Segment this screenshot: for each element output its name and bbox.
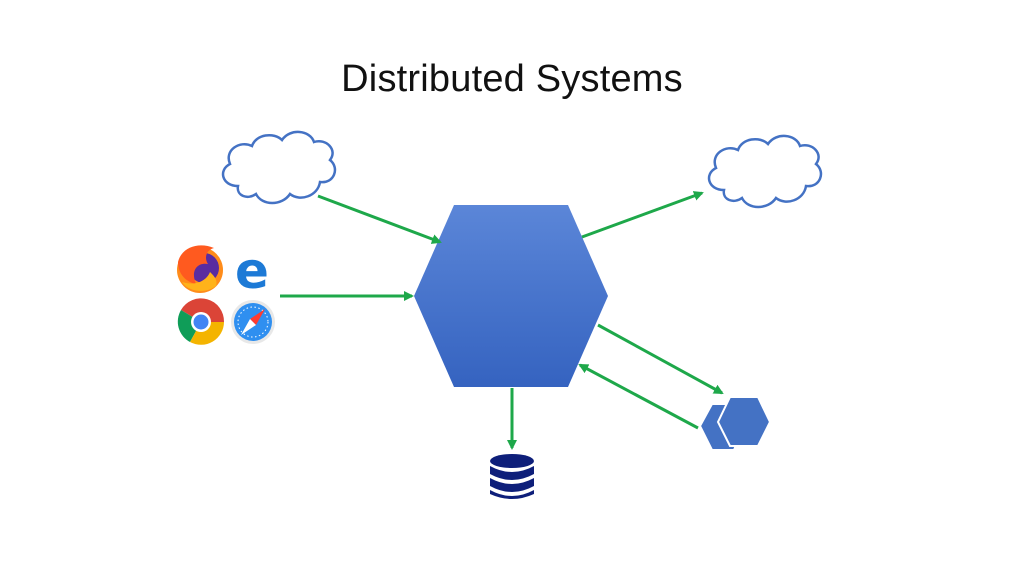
service-hexagon — [414, 205, 608, 387]
arrows — [280, 191, 724, 450]
edge-icon: e — [235, 242, 269, 300]
arrow-microservices-to-service — [578, 363, 699, 430]
cloud-right-icon — [707, 134, 823, 209]
microservices-icon — [698, 396, 772, 451]
database-icon — [490, 454, 534, 499]
cloud-left-icon — [221, 130, 337, 205]
safari-icon — [231, 300, 275, 344]
slide-title: Distributed Systems — [341, 58, 683, 100]
arrow-service-to-microservices — [597, 323, 724, 395]
chrome-icon — [177, 298, 225, 345]
svg-text:e: e — [235, 242, 269, 300]
browser-icons: e — [177, 242, 275, 345]
firefox-icon — [177, 245, 223, 293]
arrow-cloud-left-to-service — [317, 194, 442, 244]
arrow-service-to-cloud-right — [581, 191, 704, 239]
